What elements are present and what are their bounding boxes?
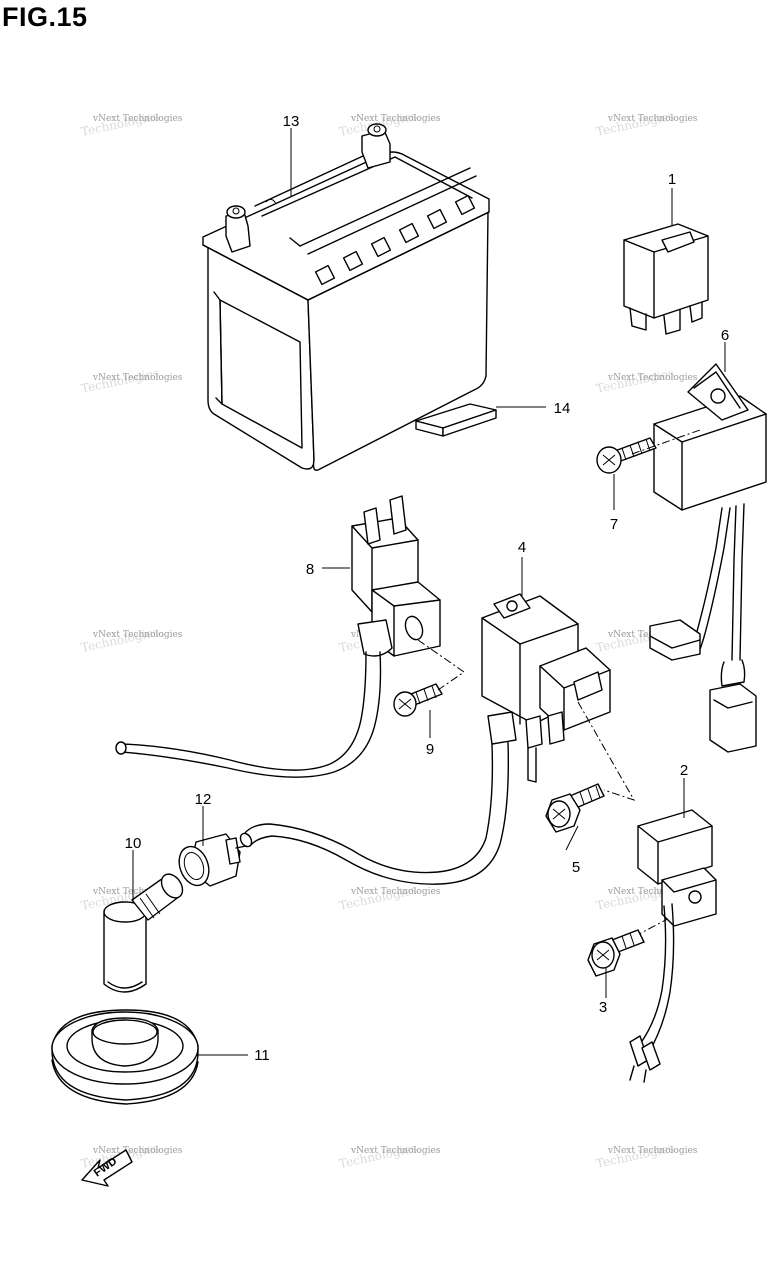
callout-number: 3	[599, 999, 607, 1016]
callout-number: 11	[254, 1047, 270, 1064]
screw-icon	[596, 437, 657, 474]
control-unit-icon	[649, 363, 767, 753]
callout-number: 5	[572, 859, 580, 876]
grommet-icon	[51, 1009, 199, 1105]
svg-text:vNext Technologies: vNext Technologies	[350, 887, 441, 897]
svg-text:vNext Technologies: vNext Technologies	[92, 114, 183, 124]
bolt-icon	[587, 929, 645, 977]
svg-text:vNext Technologies: vNext Technologies	[350, 1146, 441, 1156]
regulator-icon	[115, 495, 441, 778]
relay-icon	[629, 809, 717, 1083]
ignition-coil-icon	[239, 593, 611, 885]
callout-number: 6	[721, 327, 729, 344]
callout-number: 9	[426, 741, 434, 758]
svg-text:vNext Technologies: vNext Technologies	[607, 887, 698, 897]
svg-text:vNext Technologies: vNext Technologies	[607, 373, 698, 383]
callout-number: 12	[195, 791, 212, 808]
svg-text:vNext Technologies: vNext Technologies	[92, 887, 183, 897]
callout-leaders	[132, 128, 726, 1056]
spark-plug-cap-icon	[103, 873, 184, 993]
svg-text:vNext Technologies: vNext Technologies	[92, 373, 183, 383]
callout-number: 14	[554, 400, 571, 417]
battery-icon	[202, 123, 490, 471]
relay-icon	[623, 223, 709, 335]
svg-text:vNext Technologies: vNext Technologies	[92, 630, 183, 640]
figure-title: FIG.15	[2, 2, 88, 32]
callout-number: 8	[306, 561, 314, 578]
svg-text:vNext Technologies: vNext Technologies	[607, 1146, 698, 1156]
callout-number: 13	[283, 113, 300, 130]
callout-number: 7	[610, 516, 618, 533]
bolt-icon	[545, 783, 605, 833]
svg-text:vNext Technologies: vNext Technologies	[92, 1146, 183, 1156]
lead-connector-icon	[178, 833, 247, 887]
svg-text:vNext Technologies: vNext Technologies	[607, 114, 698, 124]
callout-number: 4	[518, 539, 526, 556]
callout-number: 1	[668, 171, 676, 188]
battery-pad-icon	[415, 403, 497, 437]
callout-number: 10	[125, 835, 142, 852]
callout-number: 2	[680, 762, 688, 779]
svg-text:vNext Technologies: vNext Technologies	[350, 114, 441, 124]
screw-icon	[393, 683, 443, 717]
